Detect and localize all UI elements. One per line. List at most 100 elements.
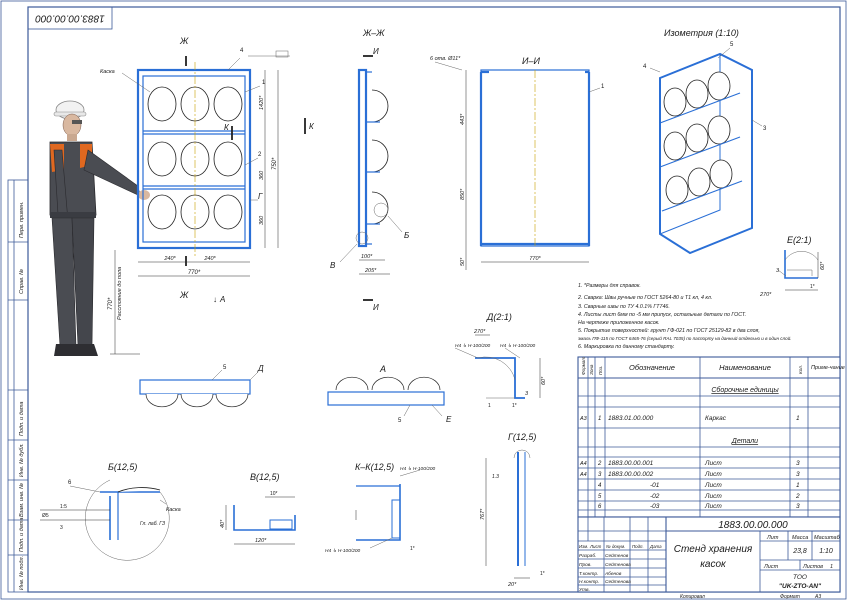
svg-text:1:5: 1:5: [60, 504, 67, 510]
detail-g: Г(12,5) 767* 20* 1* 1.3: [480, 432, 545, 588]
section-width-2: 205*: [364, 268, 377, 274]
isometric-view: Изометрия (1:10) 5 4 3: [643, 28, 767, 255]
spec-header-format: Формат: [581, 357, 586, 375]
section-k-k-title: К–К(12,5): [355, 462, 394, 472]
top-doc-number: 1883.00.00.000: [35, 12, 105, 23]
detail-g-title: Г(12,5): [508, 432, 536, 442]
title-block: 1883.00.00.000 Изм. Лист № докум. Подп. …: [577, 516, 841, 593]
mass-label: Масса: [792, 535, 808, 541]
mass-value: 23,8: [792, 548, 807, 555]
spec-header-zone: Зона: [589, 364, 594, 375]
stamp-col-header: Дата: [649, 544, 662, 549]
spec-cell-name: Лист: [704, 482, 722, 489]
side-margin-table: Перв. примен. Справ. № Подп. и дата Инв.…: [7, 179, 29, 593]
spec-header-qty: Кол.: [798, 365, 803, 374]
svg-text:Н4 ↳ Н-100/200: Н4 ↳ Н-100/200: [455, 343, 491, 349]
sheet-label: Лист: [763, 564, 779, 570]
spec-cell-pos: 4: [598, 483, 602, 489]
front-height-3: 360: [259, 215, 265, 225]
view-a-pos-5: 5: [398, 418, 402, 424]
stamp-role: Разраб.: [579, 553, 596, 559]
table-row: 6 -03 Лист 3: [598, 503, 800, 510]
note-line: 2. Сварка: Швы ручные по ГОСТ 5264-80 и …: [577, 295, 712, 301]
floor-height-value: 770*: [108, 297, 114, 310]
stamp-col-header: Подп.: [632, 544, 644, 549]
sheets-value: 1: [830, 564, 833, 570]
detail-g-height: 767*: [480, 508, 486, 520]
specification-table: Формат Зона Поз. Обозначение Наименовани…: [577, 356, 845, 518]
org-line1: ТОО: [793, 574, 807, 581]
drawing-title-line2: касок: [700, 559, 727, 570]
sheets-label: Листов: [802, 564, 823, 570]
drawing-title-line1: Стенд хранения: [674, 544, 753, 555]
side-label: Инв. № подл.: [19, 556, 25, 590]
svg-text:Н4 ↳ Н-100/200: Н4 ↳ Н-100/200: [400, 466, 436, 472]
format-label: Формат: [780, 594, 800, 600]
spec-cell-fmt: A3: [579, 416, 588, 422]
note-line: 5. Покрытие поверхностей: грунт ГФ-021 п…: [578, 327, 760, 334]
spec-header-pos: Поз.: [598, 366, 603, 375]
front-height-1: 1420*: [259, 95, 265, 110]
spec-cell-qty: 3: [796, 460, 800, 467]
lit-label: Лит: [766, 535, 779, 541]
detail-e-title: Е(2:1): [787, 235, 812, 245]
spec-cell-qty: 3: [796, 503, 800, 510]
title-doc-number: 1883.00.00.000: [718, 520, 788, 531]
front-width-1: 240*: [163, 256, 176, 262]
table-row: A4 2 1883.00.00.001 Лист 3: [579, 460, 800, 467]
section-mark-k-right: К: [309, 122, 315, 131]
detail-mark-v: В: [330, 261, 336, 270]
holes-callout: 6 отв. Ø11*: [430, 56, 461, 62]
svg-text:1: 1: [488, 403, 491, 409]
spec-cell-qty: 3: [796, 471, 800, 478]
iso-pos-4: 4: [643, 64, 647, 70]
stamp-name: Сейтенова: [605, 561, 631, 568]
note-line: 6. Маркировка по данному стандарту.: [578, 344, 675, 350]
stamp-col-header: Изм.: [579, 544, 588, 549]
spec-cell-designation: -01: [650, 482, 660, 489]
section-mark-i-bottom: И: [373, 303, 379, 312]
spec-cell-name: Лист: [704, 460, 722, 467]
table-row: A3 1 1883.01.00.000 Каркас 1: [579, 415, 800, 422]
iso-title: Изометрия (1:10): [664, 28, 739, 38]
pos-4: 4: [240, 48, 244, 54]
section-i-i-title: И–И: [522, 56, 540, 66]
helmet-grid: [147, 86, 243, 230]
spec-cell-pos: 1: [598, 416, 601, 422]
view-a-title: А: [379, 364, 386, 374]
detail-e-height: 60*: [820, 261, 826, 270]
spec-header-name: Наименование: [719, 363, 771, 372]
section-zh-zh: Ж–Ж И И 100* 205* В Б: [330, 28, 409, 312]
spec-cell-fmt: A4: [579, 461, 587, 467]
pos-1: 1: [262, 80, 266, 86]
section-mark-zh-bottom: Ж: [179, 290, 189, 300]
stamp-name: Сейтенова: [605, 578, 631, 585]
stamp-role: Т.контр.: [579, 571, 598, 577]
view-mark-e: Е: [446, 415, 452, 424]
section-mark-k: К: [224, 123, 230, 132]
note-line: 1. *Размеры для справок.: [578, 283, 641, 289]
spec-cell-fmt: A4: [579, 472, 587, 478]
spec-cell-designation: -03: [650, 503, 660, 510]
svg-text:1*: 1*: [540, 571, 545, 577]
org-line2: "UK-ZTO-AN": [779, 583, 822, 590]
svg-text:1*: 1*: [810, 284, 815, 290]
side-label: Перв. примен.: [19, 201, 25, 238]
side-label: Подп. и дата: [19, 518, 25, 552]
ii-height-2: 850*: [460, 188, 466, 200]
spec-cell-pos: 3: [598, 472, 602, 478]
iso-pos-3: 3: [763, 126, 767, 132]
format-value: A3: [814, 594, 821, 600]
detail-d-height: 60*: [541, 376, 547, 385]
kaska-label-2: Каска: [166, 507, 181, 513]
spec-cell-designation: 1883.00.00.001: [608, 460, 654, 467]
note-line: 3. Сварные швы по ТУ 4.0.1% ГТ746.: [578, 304, 670, 310]
view-d-pos-5: 5: [223, 365, 227, 371]
stamp-name: Сейтенов: [605, 552, 629, 559]
svg-text:↓: ↓: [213, 295, 217, 304]
top-doc-number-box: 1883.00.00.000: [27, 6, 113, 30]
worker-figure: [49, 100, 150, 356]
detail-mark-b: Б: [404, 231, 409, 240]
front-width-2: 240*: [203, 256, 216, 262]
svg-text:3: 3: [60, 525, 63, 531]
